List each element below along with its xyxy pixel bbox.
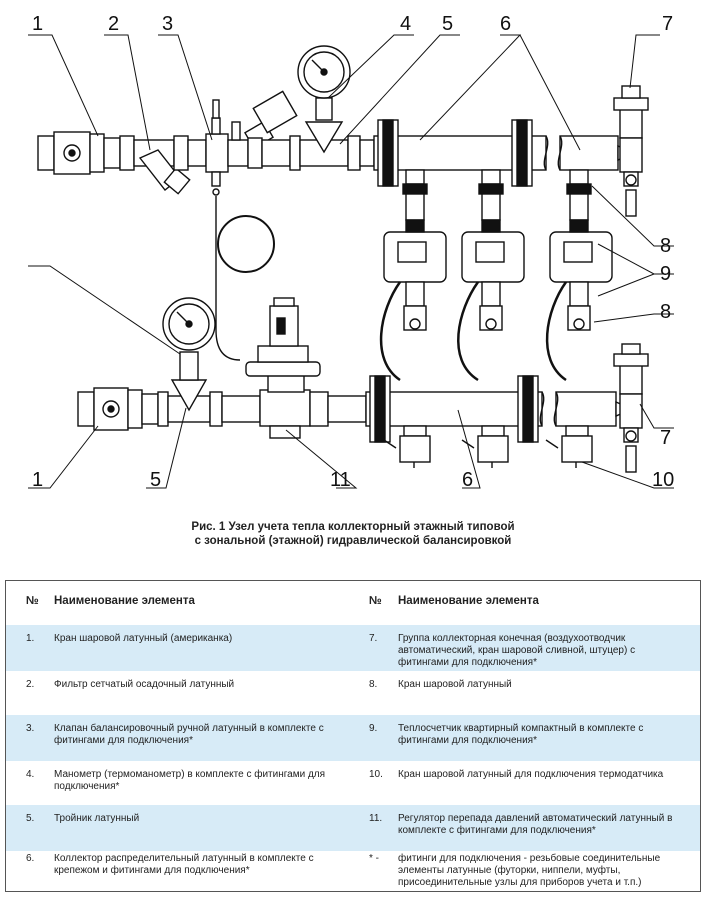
header-no-right: №: [369, 595, 382, 607]
row-text: Клапан балансировочный ручной латунный в…: [54, 723, 324, 746]
upper-tee-5: [289, 121, 375, 171]
row-no: 9.: [369, 723, 378, 734]
meter-ball-valves-8: [403, 305, 591, 331]
row-text: Теплосчетчик квартирный компактный в ком…: [398, 723, 644, 746]
lower-end-group-7: [613, 343, 649, 473]
table-header-row: № Наименование элемента № Наименование э…: [6, 581, 700, 625]
callout-3: 3: [162, 13, 173, 35]
upper-manometer-4: [297, 45, 351, 121]
table-row: 5. Тройник латунный 11. Регулятор перепа…: [6, 805, 700, 851]
heat-metering-manifold-diagram: 1 2 3 4 5 6 7 8 9 8 7 10 1 5 11 6: [28, 13, 674, 491]
row-no: 4.: [26, 769, 35, 780]
callout-10: 10: [652, 469, 674, 491]
caption-line-1: Рис. 1 Узел учета тепла коллекторный эта…: [191, 521, 515, 533]
row-no: 3.: [26, 723, 35, 734]
callout-labels: 1 2 3 4 5 6 7 8 9 8 7 10 1 5 11 6: [32, 13, 674, 491]
figure-caption: Рис. 1 Узел учета тепла коллекторный эта…: [0, 520, 706, 548]
table-row: 2. Фильтр сетчатый осадочный латунный 8.…: [6, 671, 700, 715]
row-no: 7.: [369, 633, 378, 644]
row-text: Манометр (термоманометр) в комплекте с ф…: [54, 769, 326, 792]
balancing-valve-3: [187, 90, 298, 196]
callout-8-upper: 8: [660, 235, 671, 257]
row-no: 8.: [369, 679, 378, 690]
row-no: 11.: [369, 813, 383, 824]
callout-6-top: 6: [500, 13, 511, 35]
strainer-filter-2: [119, 135, 191, 195]
callout-9: 9: [660, 263, 671, 285]
row-no: 6.: [26, 853, 35, 864]
row-no: 2.: [26, 679, 35, 690]
row-text: Кран шаровой латунный (американка): [54, 633, 233, 644]
lower-manometer-4: [162, 297, 216, 381]
upper-end-group-7: [613, 85, 649, 217]
callout-7-top: 7: [662, 13, 673, 35]
row-text: Тройник латунный: [54, 813, 140, 824]
table-row: 3. Клапан балансировочный ручной латунны…: [6, 715, 700, 761]
callout-7-bottom: 7: [660, 427, 671, 449]
row-no: 5.: [26, 813, 35, 824]
callout-2: 2: [108, 13, 119, 35]
upper-outlets: [402, 169, 592, 221]
components-table: № Наименование элемента № Наименование э…: [5, 580, 701, 892]
return-outlet-valves: [383, 425, 593, 468]
row-text: Коллектор распределительный латунный в к…: [54, 853, 314, 876]
header-name-right: Наименование элемента: [398, 595, 539, 607]
callout-6-bottom: 6: [462, 469, 473, 491]
row-text: Фильтр сетчатый осадочный латунный: [54, 679, 235, 690]
callout-5-bottom: 5: [150, 469, 161, 491]
heat-meters-9: [383, 219, 613, 307]
callout-4-top: 4: [400, 13, 411, 35]
upper-ball-valve-1: [37, 131, 121, 175]
row-no: 1.: [26, 633, 35, 644]
header-name-left: Наименование элемента: [54, 595, 195, 607]
row-text: Кран шаровой латунный: [398, 679, 512, 690]
row-text: Группа коллекторная конечная (воздухоотв…: [398, 633, 636, 668]
caption-line-2: с зональной (этажной) гидравлической бал…: [194, 535, 512, 547]
callout-8-lower: 8: [660, 301, 671, 323]
callout-11: 11: [330, 469, 351, 491]
callout-5-top: 5: [442, 13, 453, 35]
table-row: 4. Манометр (термоманометр) в комплекте …: [6, 761, 700, 805]
row-text: Регулятор перепада давлений автоматическ…: [398, 813, 673, 836]
row-no: * -: [369, 853, 379, 864]
row-text: Кран шаровой латунный для подключения те…: [398, 769, 664, 780]
row-text: фитинги для подключения - резьбовые соед…: [398, 853, 661, 888]
pressure-regulator-11: [221, 297, 367, 439]
table-row: 1. Кран шаровой латунный (американка) 7.…: [6, 625, 700, 671]
callout-1-bottom: 1: [32, 469, 43, 491]
table-row: 6. Коллектор распределительный латунный …: [6, 851, 700, 891]
callout-1-top: 1: [32, 13, 43, 35]
lower-ball-valve-1: [77, 387, 159, 431]
lower-tee-5: [157, 379, 223, 427]
row-no: 10.: [369, 769, 383, 780]
supply-manifold-6: [373, 119, 636, 187]
header-no-left: №: [26, 595, 39, 607]
leader-lines: [28, 34, 674, 489]
